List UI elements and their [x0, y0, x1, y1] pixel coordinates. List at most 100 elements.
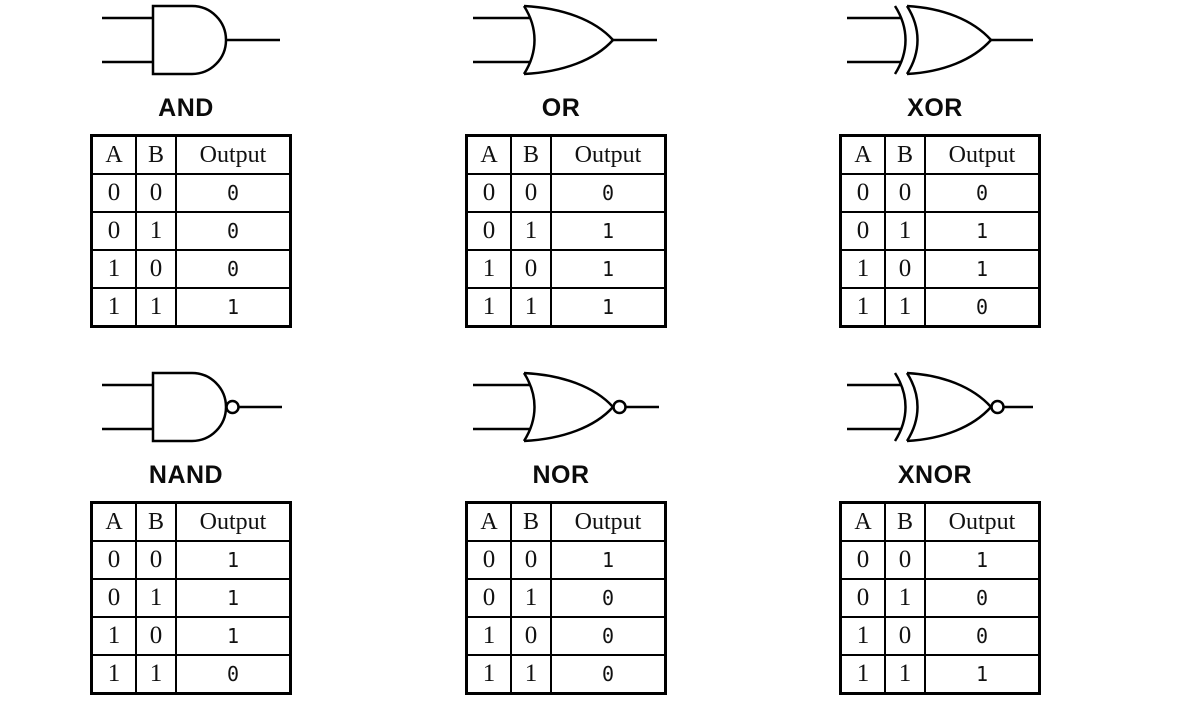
cell-b: 0 [135, 616, 177, 656]
table-header-row: A B Output [839, 134, 1041, 175]
table-row: 1 1 1 [839, 654, 1041, 695]
cell-a: 0 [465, 211, 512, 251]
cell-a: 0 [465, 173, 512, 213]
table-header-row: A B Output [90, 134, 292, 175]
column-header-output: Output [924, 501, 1041, 542]
gate-panel-nor: NOR A B Output 0 0 1 0 1 0 [465, 369, 839, 695]
cell-output: 0 [924, 578, 1041, 618]
table-row: 0 1 0 [90, 211, 292, 251]
table-row: 0 1 0 [839, 578, 1041, 618]
cell-output: 0 [924, 173, 1041, 213]
gate-label-nor: NOR [532, 461, 590, 489]
column-header-b: B [510, 501, 552, 542]
cell-a: 1 [90, 249, 137, 289]
cell-output: 0 [924, 616, 1041, 656]
gate-label-or: OR [541, 94, 581, 122]
cell-output: 1 [175, 540, 292, 580]
column-header-output: Output [550, 501, 667, 542]
table-row: 0 0 0 [839, 173, 1041, 213]
cell-output: 0 [175, 654, 292, 695]
cell-a: 1 [90, 616, 137, 656]
column-header-b: B [135, 501, 177, 542]
cell-output: 0 [550, 654, 667, 695]
cell-output: 0 [550, 578, 667, 618]
truth-table-or: A B Output 0 0 0 0 1 1 1 0 [465, 134, 667, 328]
cell-b: 1 [135, 287, 177, 328]
cell-a: 1 [465, 287, 512, 328]
xnor-gate-icon [847, 371, 1033, 443]
cell-b: 1 [510, 287, 552, 328]
table-header-row: A B Output [465, 501, 667, 542]
cell-b: 0 [510, 540, 552, 580]
table-row: 0 1 1 [465, 211, 667, 251]
cell-b: 0 [135, 540, 177, 580]
column-header-b: B [510, 134, 552, 175]
cell-output: 1 [924, 540, 1041, 580]
or-gate-icon [473, 4, 657, 76]
cell-a: 1 [465, 616, 512, 656]
table-row: 1 0 0 [839, 616, 1041, 656]
column-header-a: A [839, 501, 886, 542]
table-row: 1 0 1 [839, 249, 1041, 289]
cell-b: 1 [135, 654, 177, 695]
cell-b: 0 [884, 173, 926, 213]
cell-a: 0 [90, 173, 137, 213]
gate-label-and: AND [158, 94, 214, 122]
table-row: 0 0 0 [465, 173, 667, 213]
gate-panel-xnor: XNOR A B Output 0 0 1 0 1 0 [839, 369, 1190, 695]
cell-output: 1 [175, 578, 292, 618]
cell-a: 1 [839, 287, 886, 328]
gate-panel-nand: NAND A B Output 0 0 1 0 1 1 [90, 369, 465, 695]
cell-b: 1 [884, 287, 926, 328]
cell-b: 1 [510, 211, 552, 251]
table-row: 0 0 1 [465, 540, 667, 580]
cell-b: 0 [510, 249, 552, 289]
cell-b: 0 [510, 173, 552, 213]
table-row: 0 0 0 [90, 173, 292, 213]
column-header-output: Output [175, 501, 292, 542]
gate-label-xnor: XNOR [897, 461, 973, 489]
table-header-row: A B Output [90, 501, 292, 542]
table-row: 0 0 1 [90, 540, 292, 580]
table-row: 0 1 0 [465, 578, 667, 618]
cell-b: 0 [510, 616, 552, 656]
cell-a: 0 [839, 578, 886, 618]
cell-b: 0 [884, 249, 926, 289]
column-header-a: A [465, 501, 512, 542]
cell-output: 0 [175, 249, 292, 289]
nor-gate-icon [473, 371, 659, 443]
cell-b: 1 [135, 578, 177, 618]
cell-b: 1 [510, 578, 552, 618]
cell-a: 1 [839, 616, 886, 656]
table-row: 1 1 1 [90, 287, 292, 328]
column-header-a: A [839, 134, 886, 175]
column-header-a: A [90, 501, 137, 542]
gate-panel-and: AND A B Output 0 0 0 0 1 0 [90, 2, 465, 328]
truth-table-xnor: A B Output 0 0 1 0 1 0 1 0 [839, 501, 1041, 695]
cell-b: 1 [884, 578, 926, 618]
table-row: 1 1 1 [465, 287, 667, 328]
cell-b: 0 [135, 173, 177, 213]
truth-table-nand: A B Output 0 0 1 0 1 1 1 0 [90, 501, 292, 695]
table-row: 0 1 1 [90, 578, 292, 618]
column-header-output: Output [175, 134, 292, 175]
cell-a: 1 [465, 249, 512, 289]
cell-a: 0 [90, 211, 137, 251]
cell-output: 1 [550, 211, 667, 251]
cell-b: 0 [884, 616, 926, 656]
cell-a: 1 [839, 654, 886, 695]
table-row: 1 1 0 [465, 654, 667, 695]
cell-a: 0 [90, 578, 137, 618]
cell-output: 0 [175, 173, 292, 213]
gate-panel-xor: XOR A B Output 0 0 0 0 1 1 [839, 2, 1190, 328]
cell-a: 0 [90, 540, 137, 580]
column-header-b: B [884, 134, 926, 175]
cell-b: 0 [884, 540, 926, 580]
cell-output: 0 [175, 211, 292, 251]
table-row: 0 0 1 [839, 540, 1041, 580]
cell-b: 1 [884, 211, 926, 251]
column-header-output: Output [924, 134, 1041, 175]
cell-output: 1 [550, 287, 667, 328]
cell-a: 0 [839, 173, 886, 213]
